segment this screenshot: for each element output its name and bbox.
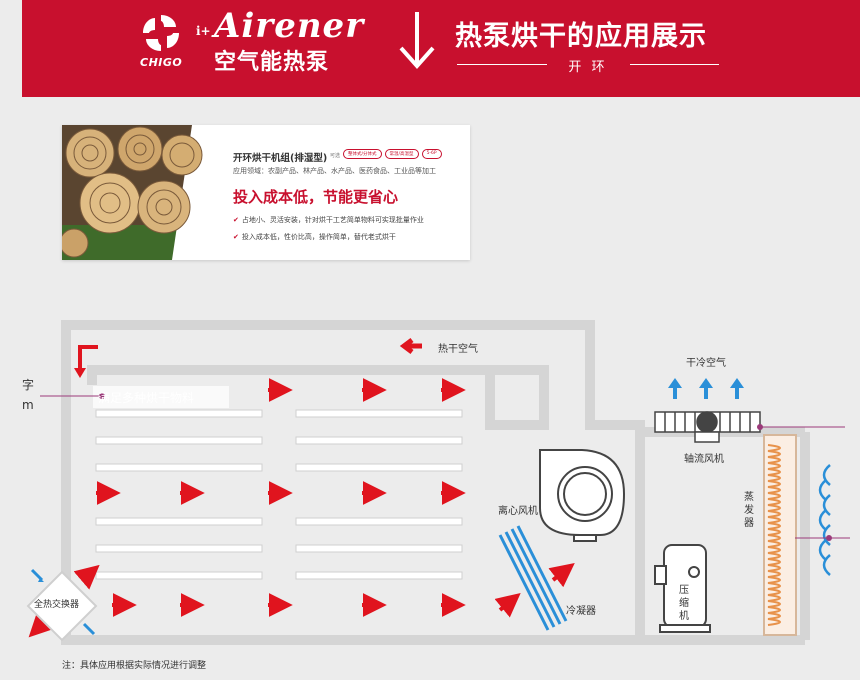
compressor-icon	[654, 544, 711, 633]
condenser-coil-icon	[498, 525, 568, 631]
check-icon: ✔	[233, 216, 239, 224]
brand-name: Airener	[214, 6, 365, 46]
hot-dry-air-label: 热干空气	[438, 344, 478, 355]
material-label: 满足多种烘干物料	[98, 391, 195, 405]
incoming-air-icon	[818, 464, 831, 576]
check-icon: ✔	[233, 233, 239, 241]
dry-cold-air-label: 干冷空气	[686, 358, 726, 369]
centrifugal-fan-icon	[539, 449, 626, 542]
corner-arrow-icon	[78, 345, 98, 372]
evaporator-coil-icon	[763, 434, 797, 636]
benefit-item: ✔占地小、灵活安装，针对烘干工艺简单物料可实现批量作业	[233, 215, 424, 225]
evaporator-label: 蒸发器	[744, 492, 754, 529]
condenser-label: 冷凝器	[566, 606, 596, 617]
wood-logs-image	[62, 125, 232, 260]
section-subtitle: 开 环	[568, 60, 608, 75]
product-card	[62, 125, 470, 260]
benefit-text: 占地小、灵活安装，针对烘干工艺简单物料可实现批量作业	[241, 216, 424, 224]
benefit-text: 投入成本低，性价比高，操作简单，替代老式烘干	[241, 233, 396, 241]
footnote: 注：具体应用根据实际情况进行调整	[62, 661, 207, 671]
hot-air-arrow-icon	[399, 338, 422, 354]
heat-exchanger-shape	[26, 570, 98, 642]
tag-temp: 常温/高温型	[384, 149, 419, 159]
axial-fan-icon	[654, 411, 761, 443]
centrifugal-fan-label: 离心风机	[498, 506, 538, 517]
product-tags: 可选 整体式/分体式 常温/高温型 5-6P	[330, 149, 442, 159]
tag-type: 整体式/分体式	[343, 149, 382, 159]
product-slogan: 投入成本低，节能更省心	[233, 188, 399, 206]
tag-power: 5-6P	[421, 149, 442, 159]
brand-prefix: i+	[196, 24, 211, 38]
divider-left	[457, 64, 547, 65]
divider-right	[630, 64, 719, 65]
company-short-name: CHIGO	[140, 56, 183, 69]
heat-exchanger-label: 全热交换器	[34, 600, 80, 610]
airflow-arrows	[28, 378, 575, 638]
cut-off-text: 字	[22, 378, 35, 392]
material-racks	[95, 409, 463, 580]
down-arrow-icon	[399, 12, 435, 70]
cut-off-text: m	[22, 398, 34, 412]
axial-fan-label: 轴流风机	[684, 454, 724, 465]
application-fields: 应用领域：农副产品、林产品、水产品、医药食品、工业品等加工	[233, 167, 436, 175]
up-arrow-icon	[668, 378, 744, 399]
compressor-label: 压缩机	[679, 585, 689, 622]
options-label: 可选	[330, 153, 341, 159]
chigo-logo-icon	[143, 15, 179, 51]
brand-subtitle: 空气能热泵	[214, 50, 330, 75]
section-title: 热泵烘干的应用展示	[455, 21, 707, 52]
product-title: 开环烘干机组(排湿型)	[233, 153, 328, 164]
benefit-item: ✔投入成本低，性价比高，操作简单，替代老式烘干	[233, 232, 396, 242]
cold-arrows	[30, 568, 96, 636]
